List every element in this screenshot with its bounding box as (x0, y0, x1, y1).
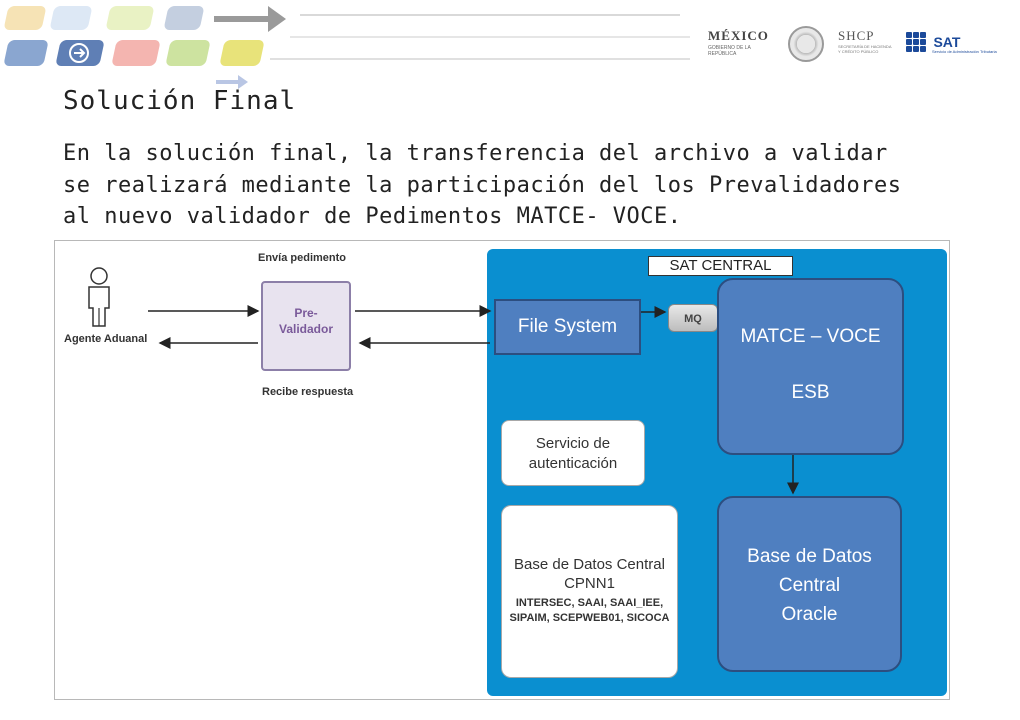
prevalidador-label-1: Pre- (294, 306, 318, 320)
decor-circle-arrow-icon (69, 43, 89, 63)
sat-logo: SAT Servicio de Administración Tributari… (906, 32, 1016, 54)
slide-body-text: En la solución final, la transferencia d… (63, 141, 902, 229)
actor-label: Agente Aduanal (64, 333, 148, 345)
authentication-service-box: Servicio de autenticación (501, 420, 645, 486)
shcp-logo-subtitle-1: SECRETARÍA DE HACIENDA (838, 44, 892, 49)
authentication-label-1: Servicio de (535, 435, 611, 452)
central-database-name: CPNN1 (564, 575, 615, 592)
central-database-box: Base de Datos Central CPNN1 INTERSEC, SA… (501, 505, 678, 678)
person-icon (88, 267, 110, 327)
mq-queue-icon: MQ (668, 304, 718, 332)
decor-line (270, 58, 690, 60)
slide-title: Solución Final (63, 86, 297, 116)
oracle-label-2: Central (778, 575, 841, 596)
shcp-logo-text: SHCP (838, 28, 875, 43)
central-database-schemas-2: SIPAIM, SCEPWEB01, SICOCA (509, 612, 670, 624)
matce-voce-esb-box: MATCE – VOCE ESB (717, 278, 904, 455)
central-database-schemas-1: INTERSEC, SAAI, SAAI_IEE, (515, 597, 664, 609)
oracle-database-box: Base de Datos Central Oracle (717, 496, 902, 672)
send-label: Envía pedimento (258, 252, 347, 264)
esb-label: ESB (791, 382, 830, 403)
decor-small-arrow-icon (216, 75, 248, 89)
oracle-label-3: Oracle (781, 604, 838, 625)
receive-label: Recibe respuesta (262, 386, 354, 398)
sat-logo-text: SAT (933, 34, 961, 50)
mexico-logo-text: MÉXICO (708, 28, 769, 43)
file-system-box: File System (494, 299, 641, 355)
central-database-title: Base de Datos Central (514, 556, 665, 573)
shcp-logo: SHCP SECRETARÍA DE HACIENDA Y CRÉDITO PÚ… (838, 28, 898, 54)
oracle-label-1: Base de Datos (747, 546, 872, 567)
shcp-logo-subtitle-2: Y CRÉDITO PÚBLICO (838, 49, 879, 54)
sat-logo-subtitle: Servicio de Administración Tributaria (932, 49, 997, 54)
mexico-logo: MÉXICO GOBIERNO DE LA REPÚBLICA (708, 28, 778, 57)
decor-arrow-icon (214, 6, 286, 32)
national-seal-icon (788, 26, 824, 62)
prevalidador-box: Pre- Validador (261, 281, 351, 371)
sat-logo-icon (906, 32, 926, 52)
mexico-logo-subtitle: GOBIERNO DE LA REPÚBLICA (708, 45, 751, 57)
decor-line (300, 14, 680, 16)
decor-line (290, 36, 690, 38)
prevalidador-label-2: Validador (278, 322, 334, 336)
sat-central-label: SAT CENTRAL (648, 256, 793, 276)
matce-label: MATCE – VOCE (740, 326, 881, 347)
authentication-label-2: autenticación (528, 455, 618, 472)
